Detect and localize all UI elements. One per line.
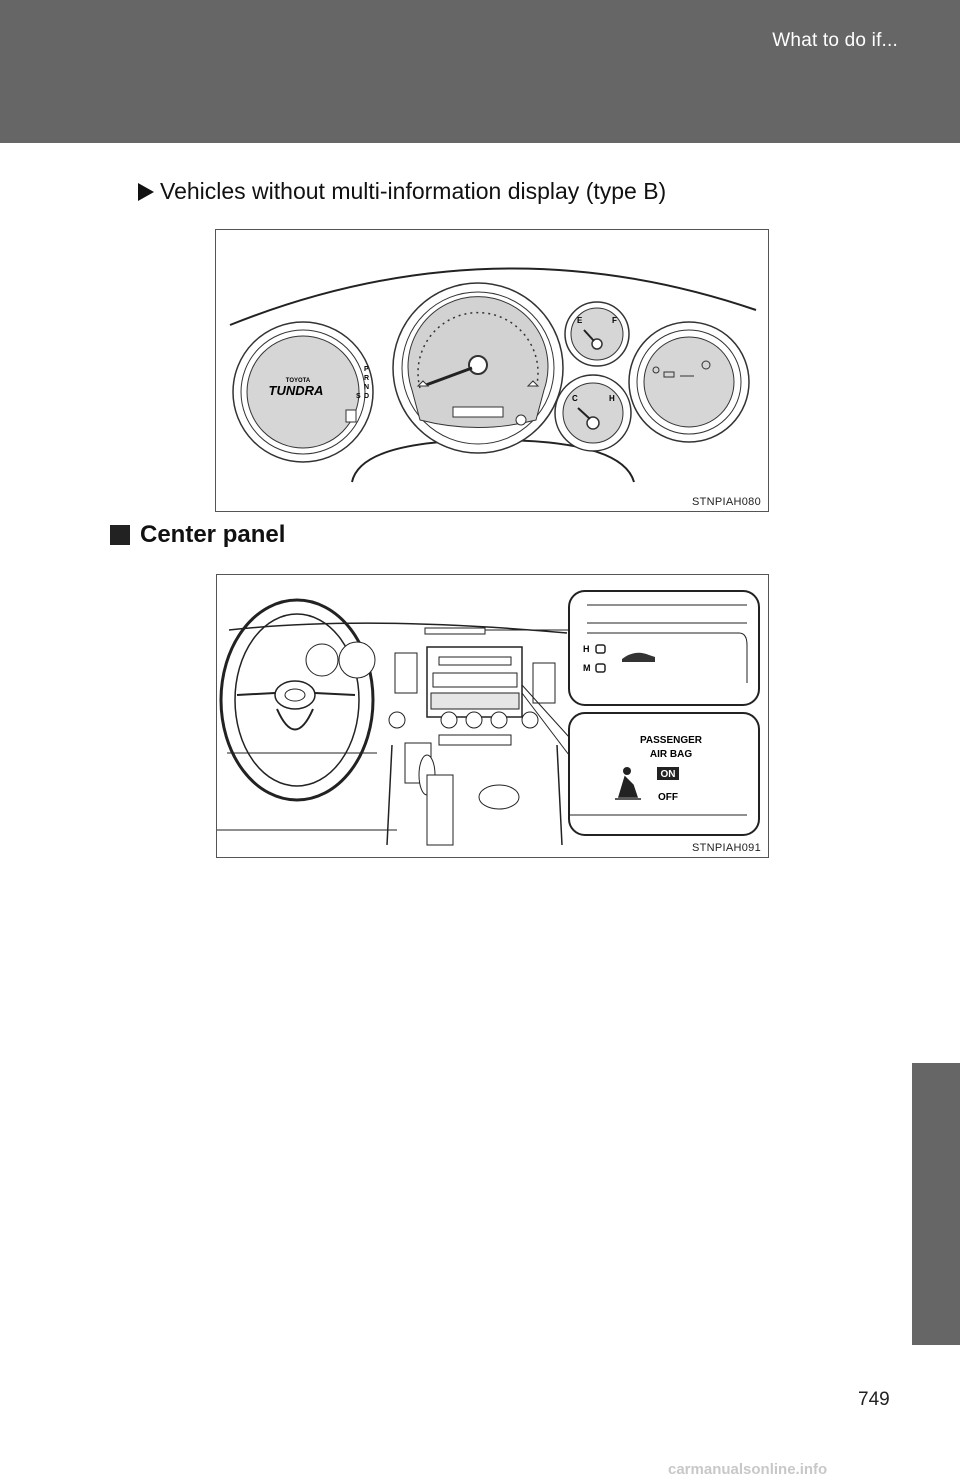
page-number: 749 <box>858 1389 890 1410</box>
header-bar: What to do if... <box>0 0 960 143</box>
instrument-cluster-illustration: TOYOTA TUNDRA P R N D S E F C H <box>229 267 757 483</box>
airbag-off-indicator: OFF <box>658 792 678 803</box>
section-header-title: What to do if... <box>772 30 898 51</box>
figure-code: STNPIAH091 <box>691 842 761 854</box>
square-bullet-icon <box>110 525 130 545</box>
brand-label: TUNDRA <box>269 383 324 398</box>
indicator-m-label: M <box>583 663 591 673</box>
airbag-on-indicator: ON <box>661 769 676 780</box>
triangle-bullet-icon <box>138 182 154 201</box>
brand-small-label: TOYOTA <box>286 378 311 384</box>
air-bag-label: AIR BAG <box>650 749 692 760</box>
temp-h-label: H <box>609 394 615 403</box>
gear-p: P <box>364 366 369 373</box>
figure-code: STNPIAH080 <box>691 496 761 508</box>
center-panel-title: Center panel <box>140 521 286 548</box>
fuel-f-label: F <box>612 316 617 325</box>
subheading-text: Vehicles without multi-information displ… <box>160 178 667 204</box>
fuel-e-label: E <box>577 316 583 325</box>
center-panel-heading: Center panel <box>110 521 285 549</box>
center-panel-illustration: H M PASSENGER AIR BAG ON OFF <box>217 590 760 846</box>
gear-s: S <box>356 393 361 400</box>
subheading: Vehicles without multi-information displ… <box>138 178 666 205</box>
footer-watermark: carmanualsonline.info <box>668 1461 828 1478</box>
instrument-cluster-figure: TOYOTA TUNDRA P R N D S E F C H <box>215 229 769 512</box>
passenger-label: PASSENGER <box>640 735 703 746</box>
gear-n: N <box>364 384 369 391</box>
gear-d: D <box>364 393 369 400</box>
seat-passenger-icon <box>623 767 631 775</box>
gear-r: R <box>364 375 369 382</box>
temp-c-label: C <box>572 394 578 403</box>
indicator-h-label: H <box>583 644 590 654</box>
chapter-tab <box>912 1063 960 1345</box>
center-panel-figure: H M PASSENGER AIR BAG ON OFF STNPIAH091 <box>216 574 769 858</box>
